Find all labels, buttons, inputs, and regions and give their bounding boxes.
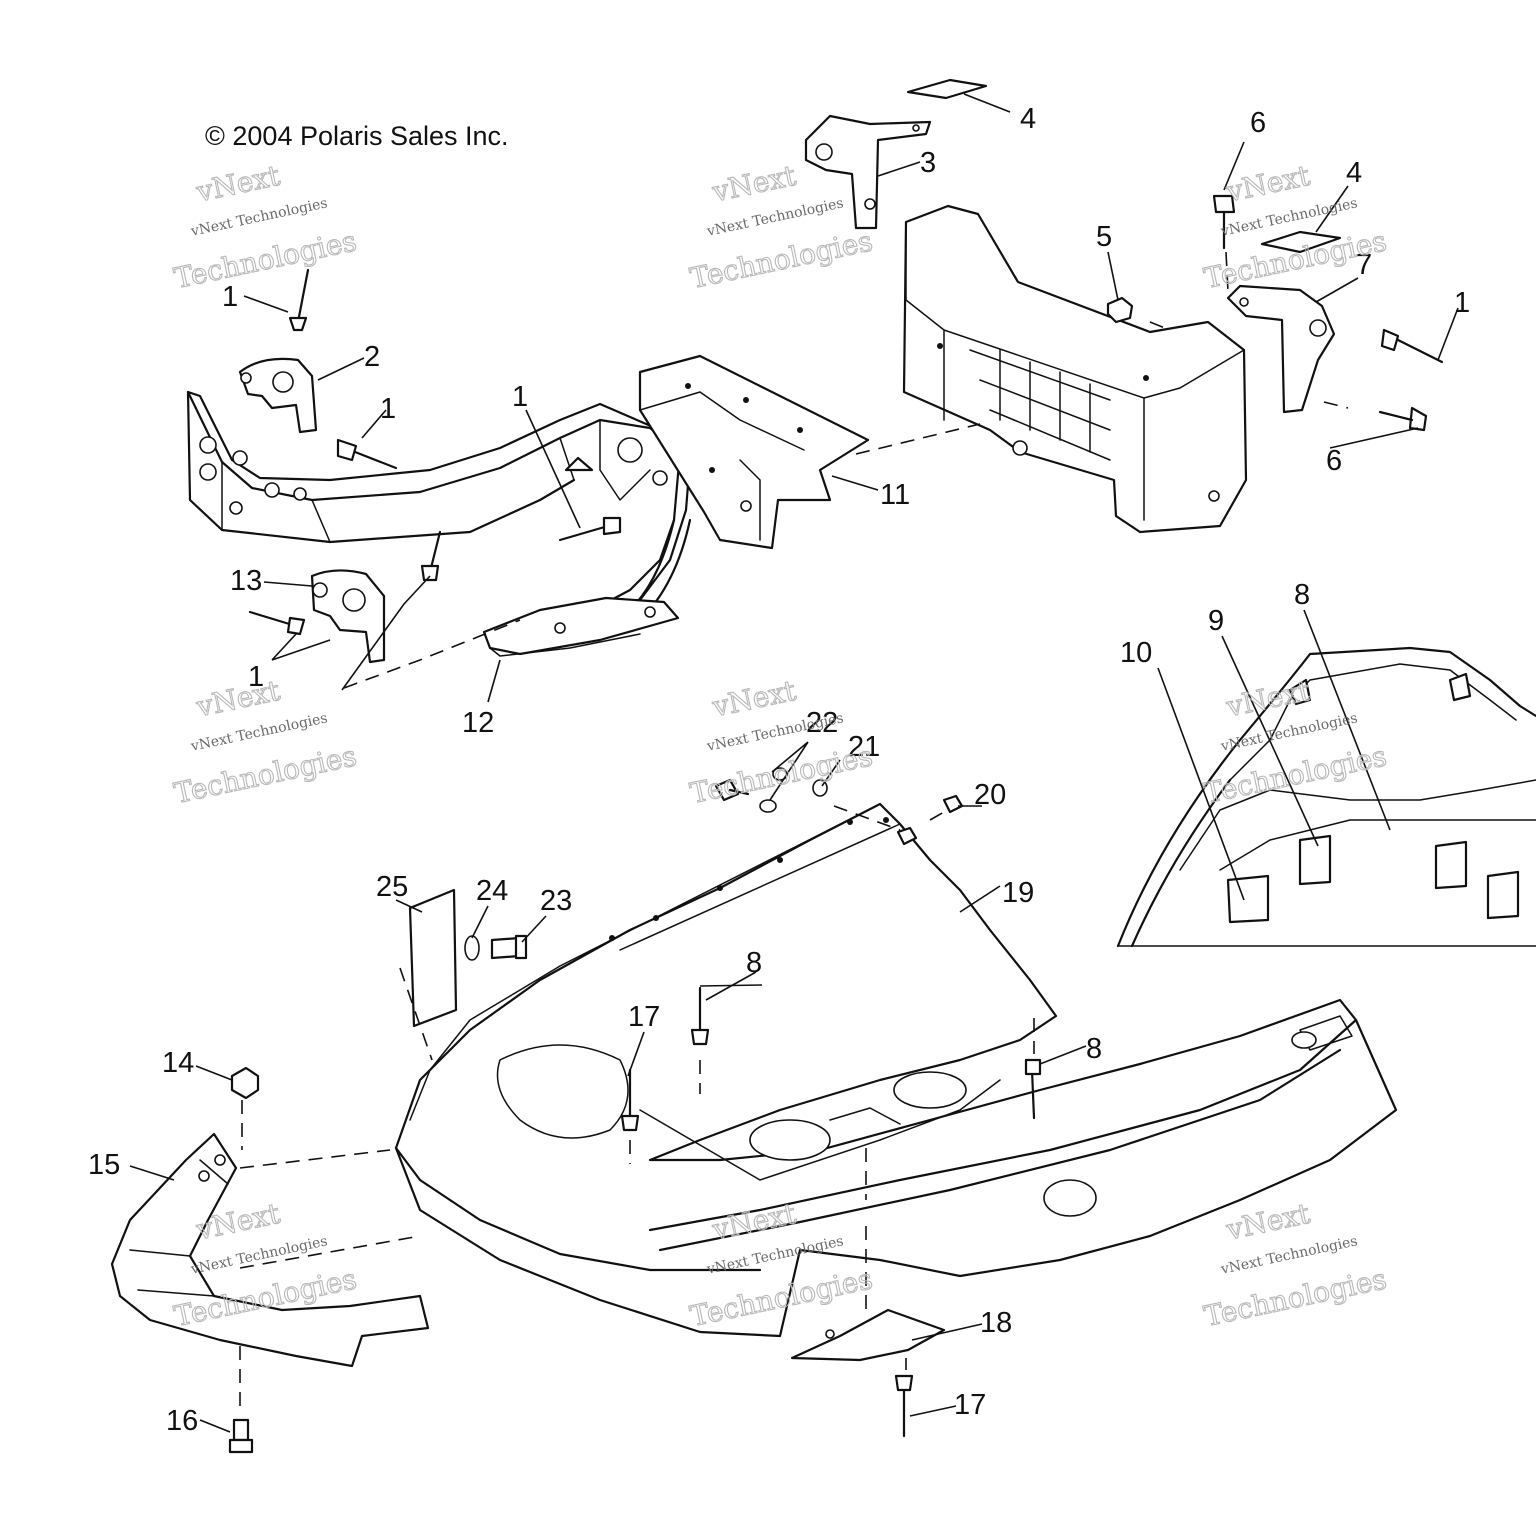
callout-22: 22 [806, 707, 838, 739]
leader-lines [129, 93, 1459, 1433]
fastener-studs [620, 986, 1042, 1438]
part-2-bracket [238, 357, 318, 434]
callout-17-upper: 17 [628, 1001, 660, 1033]
callout-16: 16 [166, 1405, 198, 1437]
part-18-hole [825, 1329, 835, 1339]
part-14-nut [230, 1066, 260, 1100]
callout-9: 9 [1208, 605, 1224, 637]
callout-7: 7 [1356, 249, 1372, 281]
part-3-bracket [804, 114, 932, 230]
part-24-washer [464, 935, 480, 961]
callout-14: 14 [162, 1047, 194, 1079]
part-23-bolt [490, 934, 528, 960]
watermark-middle-center: vNext vNext Technologies Technologies [687, 673, 876, 811]
callout-1-mid: 1 [380, 393, 396, 425]
callout-20: 20 [974, 779, 1006, 811]
callouts: 1 2 1 1 13 1 12 11 3 4 5 6 4 7 1 6 10 9 … [88, 103, 1470, 1437]
callout-5: 5 [1096, 221, 1112, 253]
watermark-top-left: vNext vNext Technologies Technologies [171, 158, 360, 296]
part-12-plate [482, 596, 680, 657]
callout-6-top: 6 [1250, 107, 1266, 139]
assembly-lines [239, 251, 1349, 1414]
callout-15: 15 [88, 1149, 120, 1181]
part-7-bracket [1226, 284, 1336, 414]
callout-23: 23 [540, 885, 572, 917]
part-15-bumper [110, 1132, 430, 1368]
callout-19: 19 [1002, 877, 1034, 909]
part-11-steering-support [638, 354, 870, 550]
callout-8-middle: 8 [746, 947, 762, 979]
callout-10: 10 [1120, 637, 1152, 669]
callout-18: 18 [980, 1307, 1012, 1339]
callout-4-top: 4 [1020, 103, 1036, 135]
svg-text:vNext: vNext [1223, 674, 1314, 724]
callout-8-inset: 8 [1294, 579, 1310, 611]
watermark-middle-right: vNext vNext Technologies Technologies [1201, 673, 1390, 811]
callout-3: 3 [920, 147, 936, 179]
callout-1-top: 1 [222, 281, 238, 313]
svg-text:vNext: vNext [1223, 1197, 1314, 1247]
callout-2: 2 [364, 341, 380, 373]
svg-text:vNext: vNext [193, 674, 284, 724]
callout-21: 21 [848, 731, 880, 763]
callout-12: 12 [462, 707, 494, 739]
part-18-plate [790, 1308, 946, 1362]
callout-11: 11 [880, 479, 910, 511]
callout-17-lower: 17 [954, 1389, 986, 1421]
part-13-bracket [310, 569, 386, 664]
svg-text:vNext: vNext [709, 159, 800, 209]
part-4-plate-right [1260, 230, 1342, 254]
svg-text:vNext: vNext [709, 674, 800, 724]
callout-1-right: 1 [1454, 287, 1470, 319]
callout-1-frame: 1 [512, 381, 528, 413]
rear-crossmember [902, 204, 1248, 534]
callout-25: 25 [376, 871, 408, 903]
part-4-plate-top [906, 78, 988, 100]
part-16-bolt [228, 1418, 254, 1454]
callout-13: 13 [230, 565, 262, 597]
detail-inset [1116, 646, 1536, 948]
callout-8-right: 8 [1086, 1033, 1102, 1065]
front-frame-assembly [186, 390, 692, 622]
watermark-middle-left: vNext vNext Technologies Technologies [171, 673, 360, 811]
callout-24: 24 [476, 875, 508, 907]
parts-20-21-22 [714, 767, 964, 846]
part-25-plate [408, 888, 458, 1028]
callout-4-right: 4 [1346, 157, 1362, 189]
callout-1-lower: 1 [248, 661, 264, 693]
svg-text:vNext: vNext [193, 159, 284, 209]
copyright-text: © 2004 Polaris Sales Inc. [205, 121, 509, 151]
callout-6-bottom: 6 [1326, 445, 1342, 477]
svg-text:vNext: vNext [1223, 159, 1314, 209]
hardware [248, 194, 1444, 636]
